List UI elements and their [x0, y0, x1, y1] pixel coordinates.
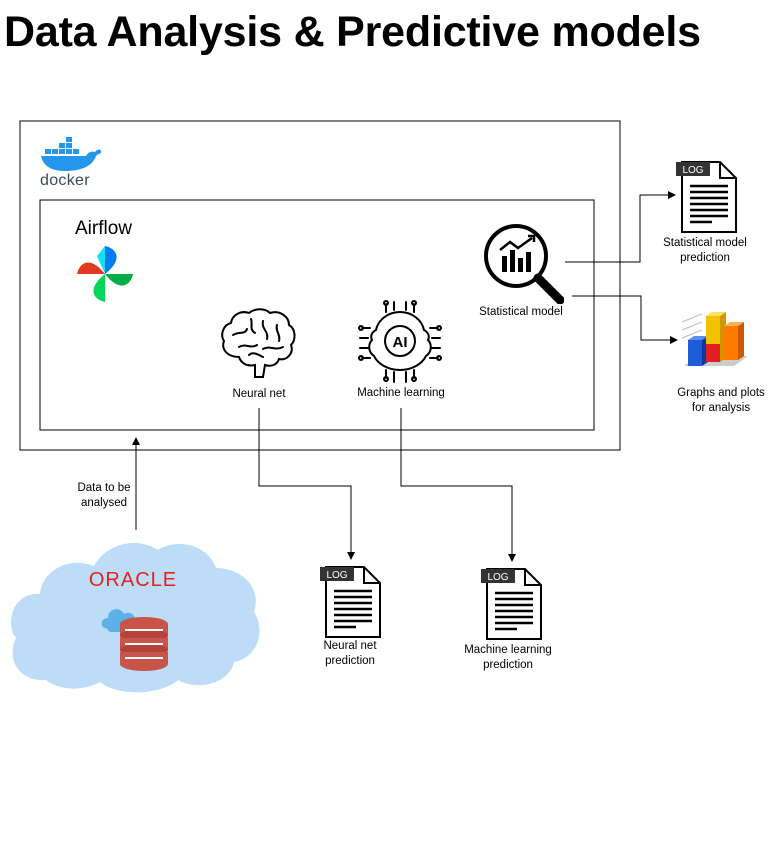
graphs-plots-label: Graphs and plots for analysis: [664, 386, 772, 416]
log-badge-text: LOG: [326, 570, 347, 581]
statistical-prediction-label: Statistical model prediction: [650, 236, 760, 266]
airflow-pinwheel-icon: [77, 246, 133, 302]
data-to-be-analysed-label: Data to be analysed: [64, 481, 144, 511]
data-label-line2: analysed: [80, 497, 128, 509]
ml-prediction-line2: prediction: [483, 659, 533, 671]
graphs-plots-line2: for analysis: [691, 402, 751, 414]
docker-label: docker: [40, 172, 90, 189]
statistics-magnifier-icon: [484, 224, 564, 304]
edge-ml-to-log: [400, 408, 516, 562]
neural-net-label: Neural net: [232, 388, 286, 400]
statistical-log-document-icon: LOG: [676, 161, 737, 233]
graphs-plots-line1: Graphs and plots: [677, 387, 765, 399]
data-label-line1: Data to be: [77, 482, 131, 494]
neural-prediction-line2: prediction: [325, 655, 375, 667]
page-title: Data Analysis & Predictive models: [4, 8, 701, 56]
machine-learning-label: Machine learning: [357, 387, 445, 399]
ml-prediction-line1: Machine learning: [464, 644, 552, 656]
edge-stat-to-graphs: [572, 295, 678, 344]
docker-whale-icon: [41, 137, 102, 171]
edge-stat-to-log: [565, 191, 676, 263]
log-badge-text: LOG: [487, 572, 508, 583]
ai-chip-text: AI: [393, 334, 408, 351]
statistical-prediction-line1: Statistical model: [663, 237, 747, 249]
airflow-container-box: [39, 199, 595, 431]
oracle-cloud-shape: ORACLE: [10, 543, 260, 693]
bar-chart-3d-icon: [681, 312, 748, 366]
brain-icon: [221, 308, 296, 378]
database-icon: [120, 617, 168, 671]
oracle-label: ORACLE: [89, 569, 177, 591]
ml-log-document-icon: LOG: [481, 568, 542, 640]
statistical-model-label: Statistical model: [479, 306, 563, 318]
neural-prediction-line1: Neural net: [323, 640, 377, 652]
airflow-label: Airflow: [75, 218, 133, 239]
statistical-prediction-line2: prediction: [680, 252, 730, 264]
neural-log-document-icon: LOG: [320, 566, 381, 638]
ai-chip-icon: AI: [358, 300, 442, 383]
log-badge-text: LOG: [682, 165, 703, 176]
neural-prediction-label: Neural net prediction: [302, 639, 398, 669]
docker-container-box: [19, 120, 621, 451]
edge-neural-to-log: [258, 408, 355, 560]
ml-prediction-label: Machine learning prediction: [452, 643, 564, 673]
